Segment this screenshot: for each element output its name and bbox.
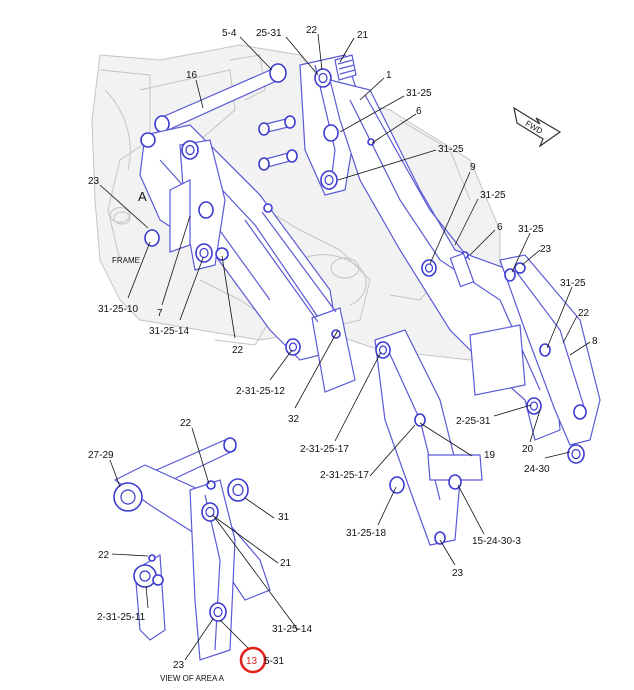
callout-23-left: 23 (88, 176, 100, 187)
detail-callout-23: 23 (173, 660, 185, 671)
detail-callout-31-25-14: 31-25-14 (272, 624, 312, 635)
callout-9: 9 (470, 162, 476, 173)
area-a-marker: A (138, 189, 147, 204)
callout-32: 32 (288, 414, 300, 425)
callout-8: 8 (592, 336, 598, 347)
detail-callout-21: 21 (280, 558, 292, 569)
callout-31-25-14: 31-25-14 (149, 326, 189, 337)
detail-callout-22-top: 22 (180, 418, 192, 429)
detail-callout-5-31: 5-31 (264, 656, 284, 667)
callout-19: 19 (484, 450, 496, 461)
detail-caption: VIEW OF AREA A (160, 674, 225, 683)
left-lift-arm-7 (139, 124, 341, 361)
callout-31-25-a: 31-25 (406, 88, 432, 99)
callout-16: 16 (186, 70, 198, 81)
callout-24-30: 24-30 (524, 464, 550, 475)
detail-callout-31: 31 (278, 512, 290, 523)
callout-31-25-c: 31-25 (480, 190, 506, 201)
callout-31-25-10: 31-25-10 (98, 304, 138, 315)
detail-view-labels: 22 27-29 31 22 21 2-31-25-11 31-25-14 23… (88, 418, 312, 683)
callout-6-b: 6 (497, 222, 503, 233)
tilt-link-lower (374, 324, 526, 546)
leader-lines (99, 33, 591, 661)
callout-31-25-d: 31-25 (518, 224, 544, 235)
callout-21-top: 21 (357, 30, 369, 41)
callout-1: 1 (386, 70, 392, 81)
tilt-cylinder-32 (244, 211, 356, 393)
callout-31-25-b: 31-25 (438, 144, 464, 155)
detail-callout-27-29: 27-29 (88, 450, 114, 461)
callout-15-24-30-3: 15-24-30-3 (472, 536, 521, 547)
loose-pins (258, 115, 298, 213)
callout-2-25-31: 2-25-31 (456, 416, 491, 427)
detail-view-area-a (113, 437, 271, 661)
callout-7: 7 (157, 308, 163, 319)
callout-5-4: 5-4 (222, 28, 237, 39)
callout-2-31-25-17-b: 2-31-25-17 (320, 470, 369, 481)
cross-shaft-16 (154, 63, 287, 133)
callout-2-31-25-12: 2-31-25-12 (236, 386, 285, 397)
callout-25-31-top: 25-31 (256, 28, 282, 39)
callout-23-right: 23 (540, 244, 552, 255)
right-front-linkage (499, 254, 601, 464)
callout-31-25-18: 31-25-18 (346, 528, 386, 539)
forward-arrow: FWD (513, 106, 562, 148)
callout-20: 20 (522, 444, 534, 455)
callout-6-a: 6 (416, 106, 422, 117)
callout-23-bottom: 23 (452, 568, 464, 579)
callout-2-31-25-17-a: 2-31-25-17 (300, 444, 349, 455)
detail-callout-13: 13 (246, 656, 258, 667)
frame-label: FRAME (112, 256, 140, 265)
main-view-labels: 5-4 25-31 22 21 16 1 31-25 6 31-25 9 31-… (88, 25, 598, 579)
detail-callout-2-31-25-11: 2-31-25-11 (97, 612, 146, 623)
callout-22-mid: 22 (232, 345, 244, 356)
detail-callout-22-left: 22 (98, 550, 110, 561)
callout-22-top: 22 (306, 25, 318, 36)
highlight-circle (239, 646, 267, 674)
callout-22-right: 22 (578, 308, 590, 319)
callout-31-25-e: 31-25 (560, 278, 586, 289)
